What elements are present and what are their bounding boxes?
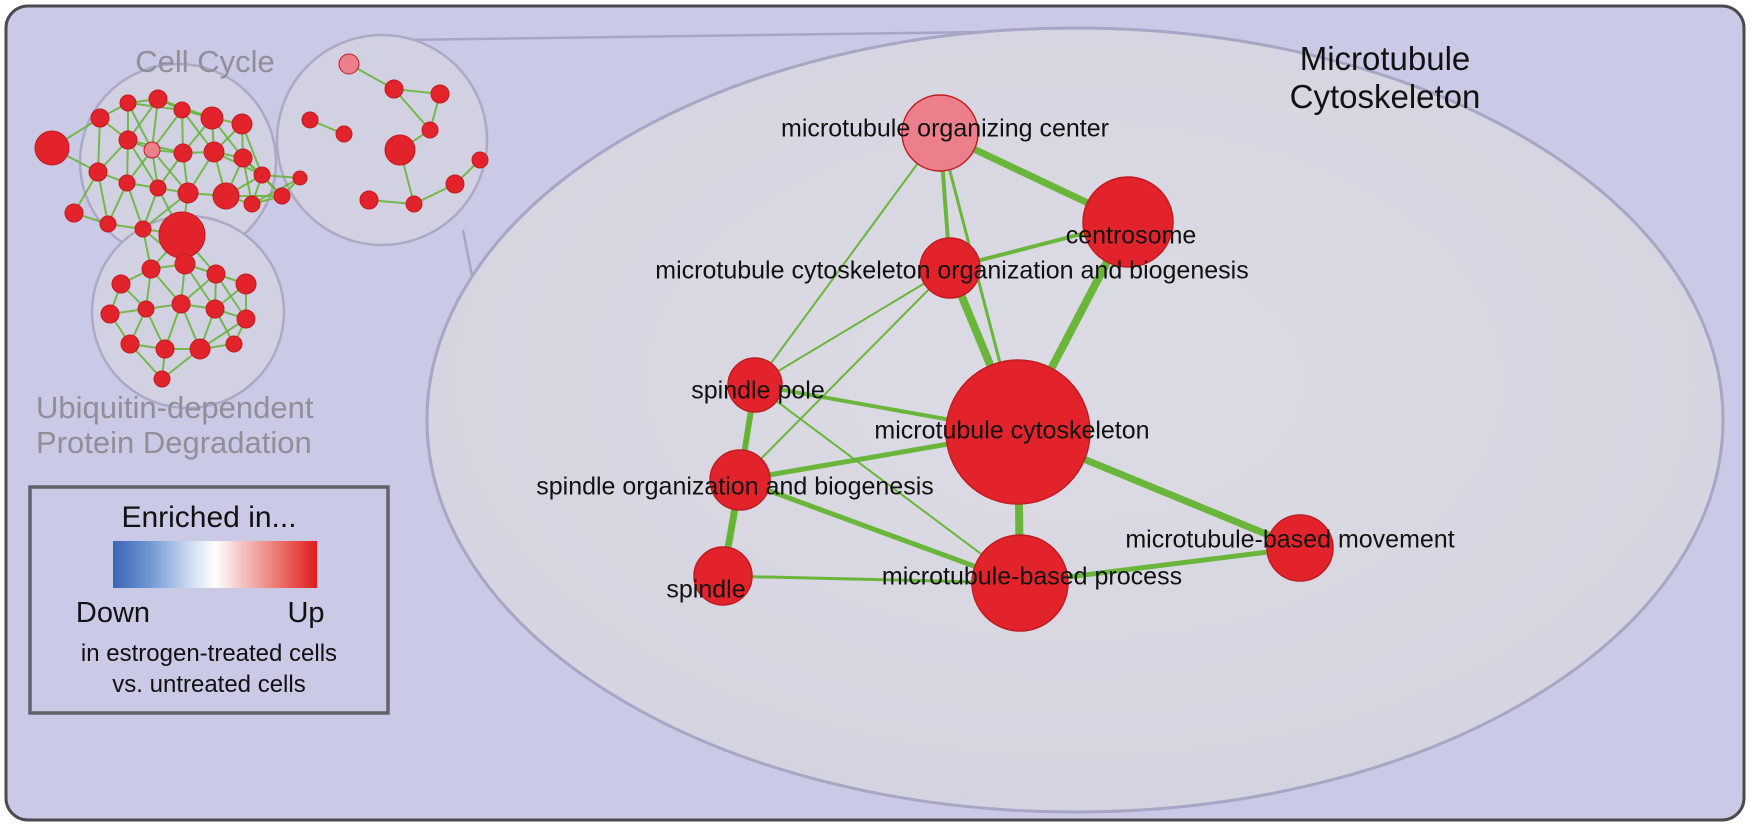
figure-title-line1: Microtubule: [1300, 40, 1471, 77]
overview-node: [301, 111, 319, 129]
overview-node: [292, 170, 308, 186]
overview-node: [200, 106, 224, 130]
overview-node: [405, 195, 423, 213]
cluster-label-ubiquitin-line1: Ubiquitin-dependent: [36, 390, 314, 425]
overview-node: [34, 130, 70, 166]
overview-node: [235, 273, 257, 295]
overview-node: [243, 195, 261, 213]
overview-node: [148, 89, 168, 109]
network-node-label: microtubule-based movement: [1125, 526, 1454, 554]
network-node: [727, 357, 783, 413]
legend-subtext-line2: vs. untreated cells: [112, 671, 305, 698]
overview-node: [273, 187, 291, 205]
overview-node: [471, 151, 489, 169]
overview-node: [173, 101, 191, 119]
overview-node: [155, 339, 175, 359]
legend-subtext-line1: in estrogen-treated cells: [81, 640, 337, 667]
overview-node: [236, 309, 256, 329]
figure-title-line2: Cytoskeleton: [1290, 78, 1481, 115]
overview-node: [445, 174, 465, 194]
network-node-label: spindle pole: [691, 377, 824, 405]
network-node-label: microtubule cytoskeleton: [874, 417, 1149, 445]
legend-title: Enriched in...: [121, 501, 296, 534]
overview-cluster-circle-microtubule: [275, 33, 489, 247]
network-node-label: microtubule cytoskeleton organization an…: [655, 257, 1248, 285]
overview-edge: [127, 102, 153, 151]
overview-node: [143, 141, 161, 159]
overview-node: [134, 220, 152, 238]
overview-node: [205, 299, 225, 319]
overview-node: [90, 108, 110, 128]
overview-node: [119, 94, 137, 112]
overview-node: [88, 162, 108, 182]
overview-node: [421, 121, 439, 139]
overview-node: [233, 148, 253, 168]
legend-gradient-bar: [113, 541, 317, 588]
network-edge: [754, 132, 941, 386]
overview-node: [206, 264, 226, 284]
network-edge: [739, 267, 951, 481]
legend-up-label: Up: [287, 597, 324, 629]
overview-node: [177, 182, 199, 204]
network-node: [945, 359, 1091, 505]
network-edge: [722, 574, 1021, 585]
network-edge: [739, 477, 1021, 586]
overview-node: [137, 300, 155, 318]
overview-node: [189, 338, 211, 360]
network-node: [1266, 514, 1334, 582]
overview-node: [203, 141, 225, 163]
network-nodes-group: [693, 94, 1334, 632]
network-node-label: microtubule-based process: [882, 563, 1182, 591]
overview-node: [231, 113, 253, 135]
overview-node: [118, 174, 136, 192]
network-node: [709, 449, 771, 511]
overview-node: [141, 259, 161, 279]
overview-node: [212, 182, 240, 210]
cluster-label-ubiquitin-line2: Protein Degradation: [36, 425, 312, 460]
network-node-label: spindle organization and biogenesis: [536, 473, 934, 501]
legend-down-label: Down: [76, 597, 150, 629]
cluster-label-cell-cycle: Cell Cycle: [135, 44, 275, 79]
overview-node: [174, 253, 196, 275]
network-node-label: centrosome: [1066, 222, 1197, 250]
overview-node: [335, 125, 353, 143]
legend: Enriched in... Down Up in estrogen-treat…: [28, 485, 390, 715]
network-edge: [754, 384, 1021, 584]
overview-node: [149, 179, 167, 197]
overview-node: [384, 79, 404, 99]
network-labels-group: microtubule organizing center centrosome m…: [536, 115, 1454, 604]
network-node-label: microtubule organizing center: [781, 115, 1109, 143]
network-node: [971, 534, 1069, 632]
overview-node: [338, 53, 360, 75]
network-node: [901, 94, 979, 172]
overview-node: [384, 134, 416, 166]
network-node: [1082, 176, 1174, 268]
network-node: [693, 546, 753, 606]
overview-nodes-group: [34, 53, 489, 388]
overview-node: [225, 335, 243, 353]
overview-node: [171, 294, 191, 314]
overview-node: [99, 215, 117, 233]
zoom-cone-line-top: [396, 30, 986, 42]
overview-node: [118, 130, 138, 150]
overview-node: [158, 211, 206, 259]
overview-node: [359, 190, 379, 210]
network-edge: [754, 267, 951, 386]
legend-box: [28, 485, 390, 715]
overview-node: [120, 334, 140, 354]
overview-node: [100, 304, 120, 324]
overview-node: [430, 84, 450, 104]
overview-node: [173, 143, 193, 163]
network-node: [919, 237, 981, 299]
overview-node: [153, 370, 171, 388]
overview-node: [64, 203, 84, 223]
overview-node: [253, 166, 271, 184]
overview-node: [111, 274, 131, 294]
network-node-label: spindle: [666, 576, 745, 604]
